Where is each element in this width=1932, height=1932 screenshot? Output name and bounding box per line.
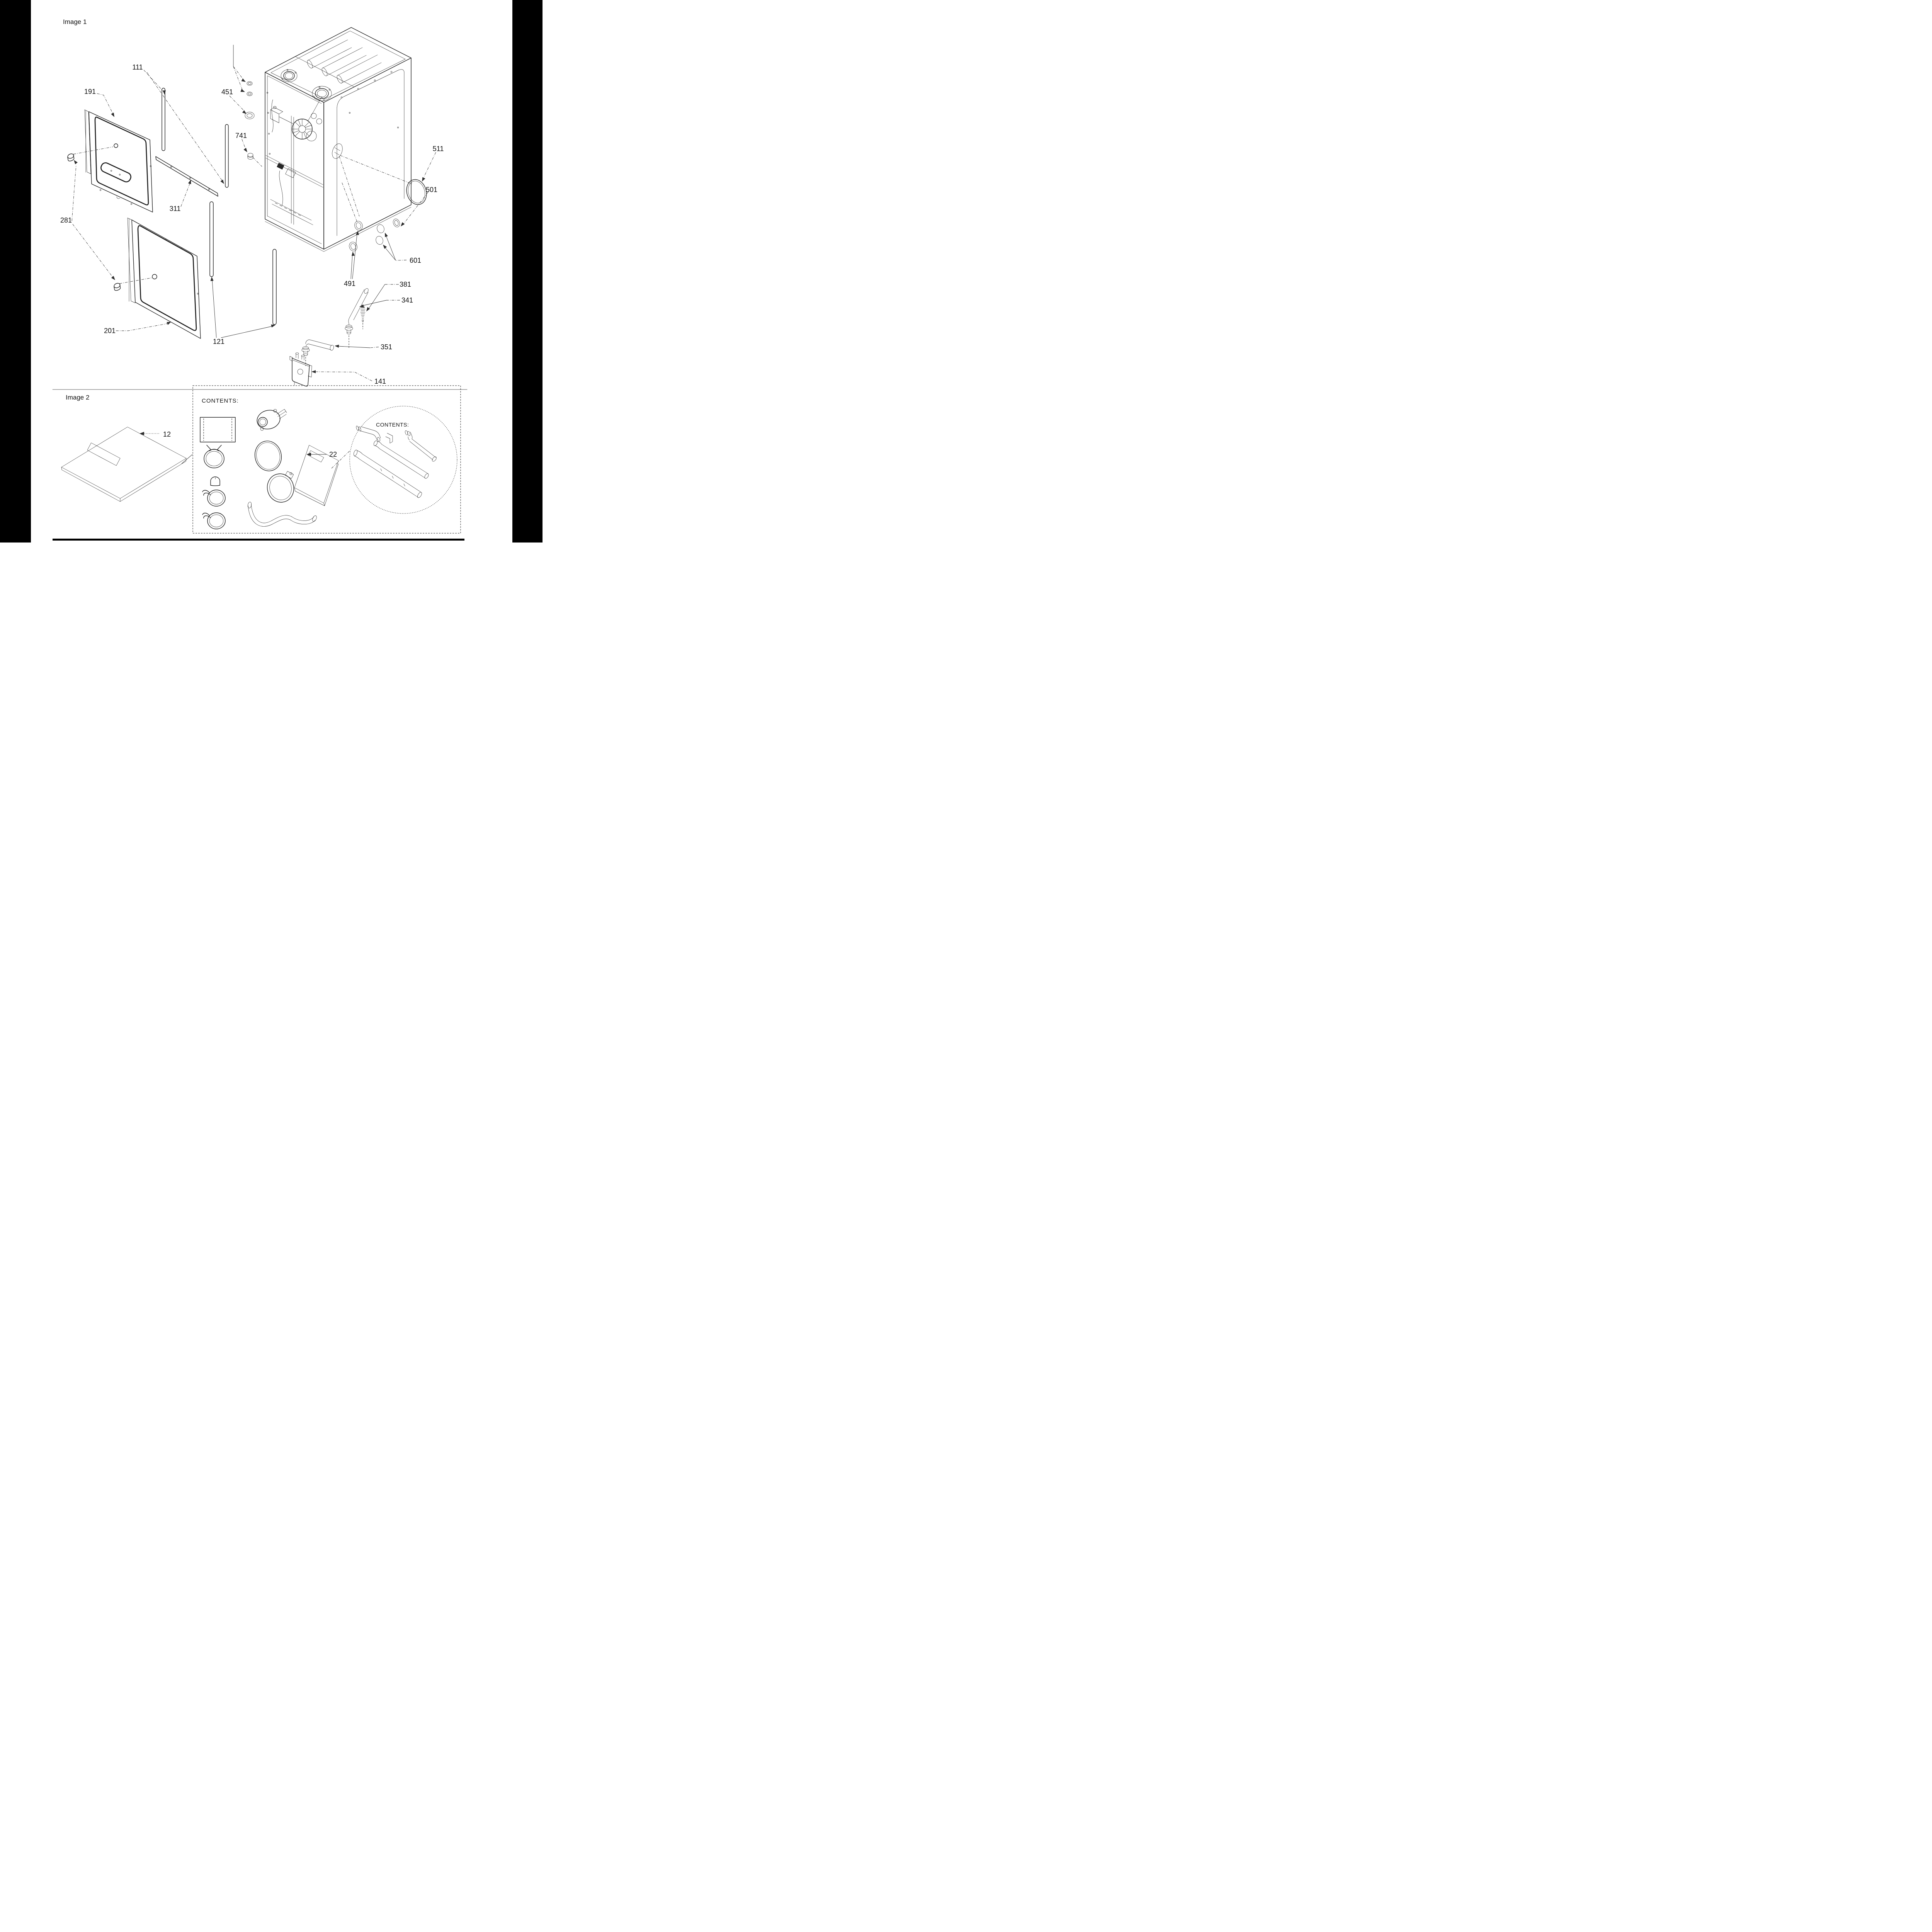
door-knob-hole-upper [114, 143, 118, 148]
part-label-451: 451 [221, 88, 233, 96]
part-label-22: 22 [329, 451, 337, 458]
oring-511 [406, 179, 427, 205]
lower-door-panel [119, 218, 201, 339]
control-transformer [277, 163, 284, 170]
spring-clamp-large [204, 445, 224, 468]
image2-part-labels: 12 22 [163, 430, 337, 458]
blower-fins [292, 119, 313, 139]
furnace-cabinet [265, 27, 412, 252]
door-knob-hole-lower [152, 274, 157, 279]
parts-bag [200, 417, 236, 442]
part-label-511: 511 [433, 145, 444, 153]
upper-door-panel [73, 109, 153, 213]
part-label-351: 351 [381, 343, 392, 351]
small-grommets [245, 81, 255, 160]
manual-cover-label [87, 442, 121, 466]
part-label-311: 311 [170, 205, 181, 213]
manual-12 [61, 427, 193, 502]
image1-part-labels: 111 191 451 741 511 501 601 491 381 341 … [60, 63, 444, 385]
part-label-501: 501 [426, 186, 437, 194]
flex-hose [248, 502, 317, 527]
gasket-strip-121b [272, 249, 277, 325]
cabinet-screws [267, 71, 399, 155]
grommet-601a [377, 224, 384, 233]
barb-fitting-381 [360, 306, 366, 329]
image1-leaders [71, 45, 436, 381]
part-label-341: 341 [401, 296, 413, 304]
door-gasket-strips [162, 88, 277, 325]
furnace-interior [265, 96, 323, 225]
image1-section: Image 1 [60, 18, 444, 387]
right-side-seals [341, 179, 427, 252]
door-handle-slot [100, 162, 131, 182]
ring-501 [393, 219, 400, 227]
worm-hose-clamp [267, 471, 294, 503]
drain-tube-kit [354, 425, 437, 498]
manual-22 [294, 445, 350, 506]
door-rail [155, 156, 218, 197]
kit22-magnifier-circle: CONTENTS: [349, 406, 457, 514]
gasket-491b [349, 242, 357, 252]
part-label-741: 741 [235, 132, 247, 139]
part-label-201: 201 [104, 327, 116, 335]
part-label-121: 121 [213, 338, 224, 345]
condensate-trap-141 [289, 352, 312, 387]
vent-collar-large [312, 86, 332, 101]
part-label-12: 12 [163, 430, 171, 438]
gasket-strip-121a [209, 201, 214, 277]
drain-assembly [289, 288, 369, 387]
kit-box-heading: CONTENTS: [202, 398, 239, 404]
knob-upper [67, 153, 75, 162]
control-board [285, 168, 296, 178]
image2-title: Image 2 [66, 394, 89, 401]
part-label-141: 141 [374, 378, 386, 385]
knob-lower [114, 283, 121, 291]
page-bottom-rule [53, 539, 464, 541]
part-label-281: 281 [60, 216, 72, 224]
wire-clamp-1 [202, 490, 226, 507]
dome-cap [210, 476, 220, 486]
scan-margin-left [0, 0, 31, 543]
magnifier-heading: CONTENTS: [376, 422, 409, 428]
part-label-111: 111 [132, 63, 143, 71]
wire-clamp-2 [202, 512, 226, 529]
grommet-601b [376, 236, 383, 245]
part-label-491: 491 [344, 280, 355, 287]
scanned-parts-diagram-page: Image 1 [0, 0, 543, 543]
elbow-tube-341 [345, 288, 369, 348]
flange-barb-fitting [257, 409, 287, 431]
door-knobs [67, 153, 121, 291]
grommet-451 [245, 112, 255, 119]
bushing-741 [247, 153, 253, 157]
kit-contents-box: CONTENTS: [192, 385, 461, 534]
kit-box-border [192, 385, 461, 534]
heat-exchanger-tubes [307, 39, 382, 83]
scan-margin-right [512, 0, 543, 543]
part-label-381: 381 [400, 281, 411, 288]
image2-section: Image 2 CONTENTS: [61, 385, 461, 534]
elbow-pipe-351 [301, 339, 334, 366]
large-oring [254, 440, 282, 471]
vent-collar-small [281, 69, 298, 82]
diagram-canvas: Image 1 [0, 0, 543, 543]
gasket-strip-111a [162, 88, 165, 151]
image1-title: Image 1 [63, 18, 87, 26]
part-label-191: 191 [84, 88, 96, 95]
gasket-strip-111b [225, 124, 229, 188]
part-label-601: 601 [410, 257, 421, 264]
